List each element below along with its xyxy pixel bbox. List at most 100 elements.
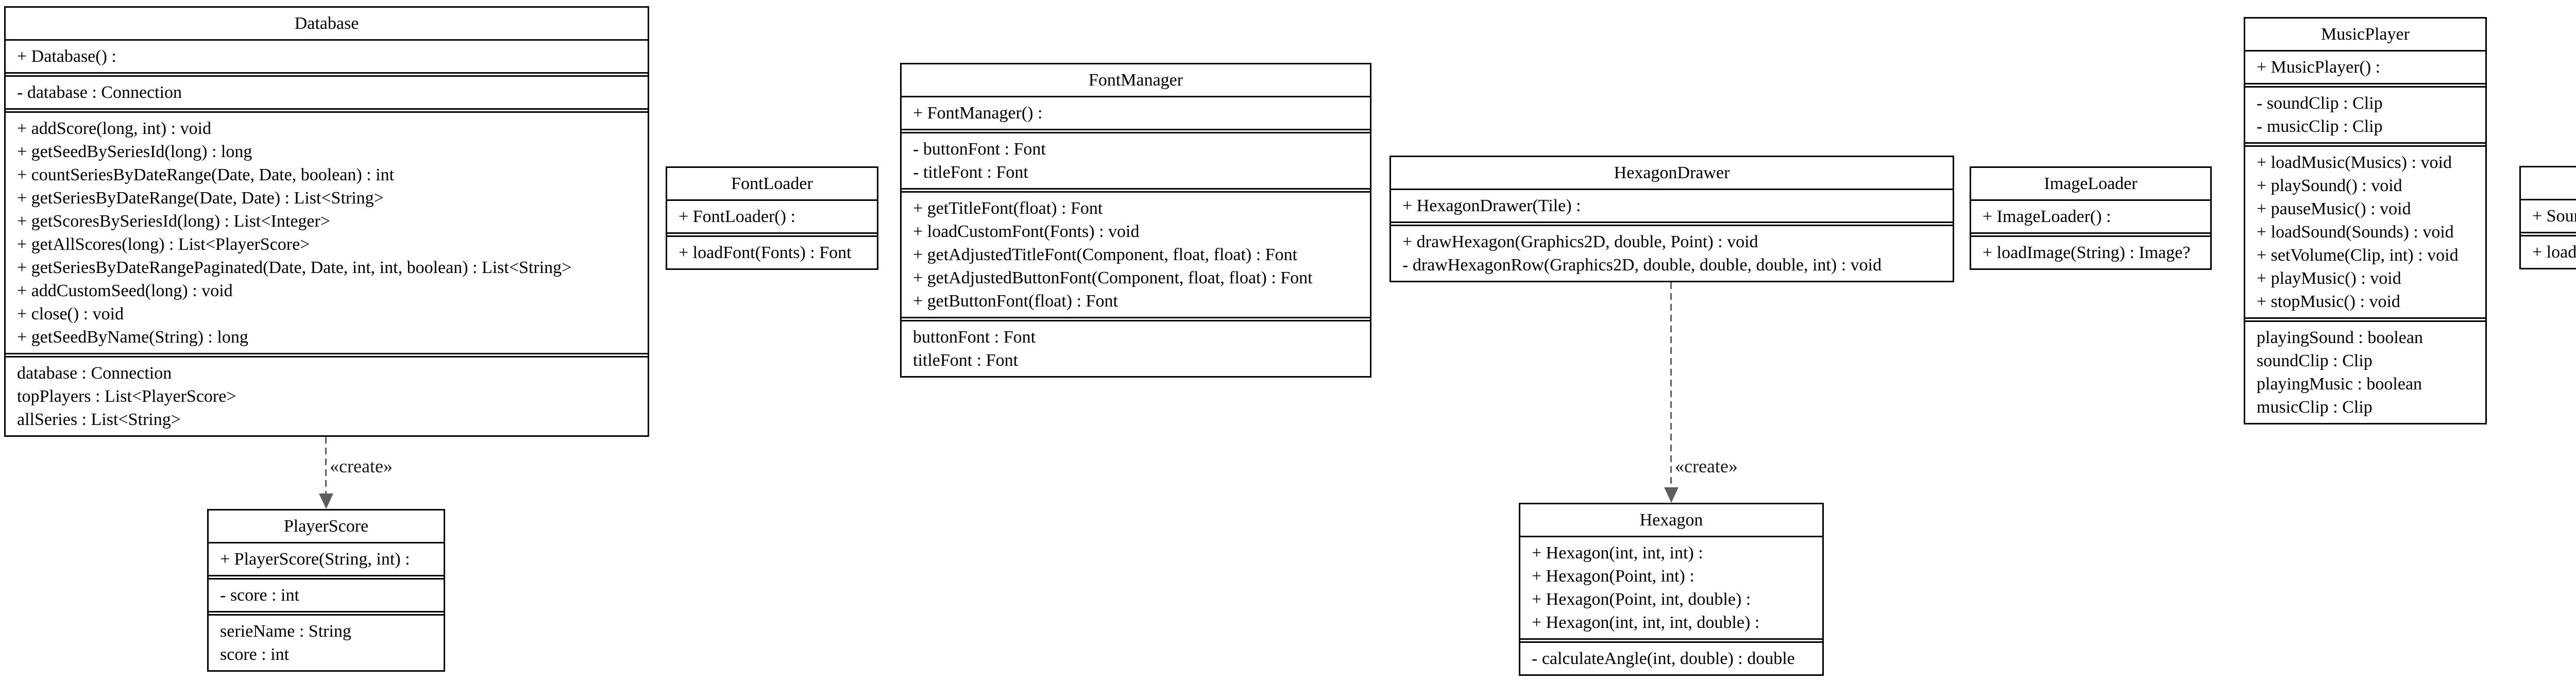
class-member: - drawHexagonRow(Graphics2D, double, dou… xyxy=(1402,256,1882,275)
class-member: + Hexagon(Point, int, double) : xyxy=(1532,590,1751,609)
class-member: + MusicPlayer() : xyxy=(2257,58,2381,77)
class-members-section: + SoundLoader() : xyxy=(2521,199,2576,232)
class-members-section: + FontManager() : xyxy=(902,96,1370,129)
create-dashed-line xyxy=(1670,282,1672,488)
class-members-section: - soundClip : Clip- musicClip : Clip xyxy=(2245,83,2485,142)
class-box-fontloader: FontLoader+ FontLoader() :+ loadFont(Fon… xyxy=(666,166,878,270)
class-member: + getScoresBySeriesId(long) : List<Integ… xyxy=(17,212,330,231)
class-member: database : Connection xyxy=(17,364,172,383)
class-name: ImageLoader xyxy=(2044,174,2138,193)
class-title-section: Database xyxy=(6,8,648,39)
class-member: - database : Connection xyxy=(17,83,182,102)
class-title-section: FontManager xyxy=(902,64,1370,96)
class-members-section: serieName : String score : int xyxy=(209,611,444,670)
class-title-section: Hexagon xyxy=(1520,504,1822,536)
class-members-section: + loadImage(String) : Image? xyxy=(1971,232,2210,268)
class-box-imageloader: ImageLoader + ImageLoader() : + loadImage(… xyxy=(1970,166,2212,270)
class-member: score : int xyxy=(220,645,290,664)
class-member: + loadCustomFont(Fonts) : void xyxy=(913,222,1140,241)
class-member: + HexagonDrawer(Tile) : xyxy=(1402,196,1581,215)
class-member: allSeries : List<String> xyxy=(17,410,181,429)
down-arrowhead-icon xyxy=(1664,487,1679,503)
class-members-section: + loadFont(Fonts) : Font xyxy=(667,232,877,268)
class-member: + playSound() : void xyxy=(2257,176,2402,195)
create-dashed-line xyxy=(325,437,327,495)
class-member: + loadMusic(Musics) : void xyxy=(2257,153,2452,172)
class-box-fontmanager: FontManager + FontManager() : - buttonFont… xyxy=(900,63,1371,378)
class-member: - score : int xyxy=(220,586,299,605)
class-members-section: database : Connection topPlayers : List<P… xyxy=(6,353,648,435)
class-member: + Hexagon(int, int, int, double) : xyxy=(1532,613,1760,632)
class-member: musicClip : Clip xyxy=(2257,398,2372,417)
class-title-section: HexagonDrawer xyxy=(1391,157,1953,189)
create-stereotype-label: «create» xyxy=(1675,456,1738,476)
class-name: PlayerScore xyxy=(283,517,369,536)
class-member: + getButtonFont(float) : Font xyxy=(913,292,1118,311)
class-members-section: - database : Connection xyxy=(6,72,648,108)
class-box-soundloader: SoundLoader + SoundLoader() : + loadMusic(… xyxy=(2519,166,2576,269)
class-member: + addScore(long, int) : void xyxy=(17,119,212,138)
class-name: Hexagon xyxy=(1639,510,1703,530)
class-title-section: PlayerScore xyxy=(209,510,444,542)
class-name: Database xyxy=(294,14,359,33)
class-members-section: + getTitleFont(float) : Font + loadCustom… xyxy=(902,188,1370,317)
class-member: + addCustomSeed(long) : void xyxy=(17,281,233,300)
class-member: + getTitleFont(float) : Font xyxy=(913,199,1103,218)
class-member: + loadImage(String) : Image? xyxy=(1982,243,2191,262)
class-member: soundClip : Clip xyxy=(2257,351,2372,370)
class-member: + close() : void xyxy=(17,304,124,324)
class-title-section: SoundLoader xyxy=(2521,167,2576,199)
class-member: + getAdjustedTitleFont(Component, float,… xyxy=(913,245,1298,264)
class-member: - soundClip : Clip xyxy=(2257,94,2383,113)
class-member: + loadSound(Sounds) : void xyxy=(2257,223,2454,242)
class-members-section: - buttonFont : Font- titleFont : Font xyxy=(902,129,1370,188)
class-member: + Hexagon(int, int, int) : xyxy=(1532,543,1703,563)
class-member: + FontManager() : xyxy=(913,104,1043,123)
class-member: titleFont : Font xyxy=(913,351,1019,370)
class-member: - buttonFont : Font xyxy=(913,140,1046,159)
class-member: + getSeriesByDateRangePaginated(Date, Da… xyxy=(17,258,572,277)
class-member: + drawHexagon(Graphics2D, double, Point)… xyxy=(1402,232,1758,251)
class-member: playingMusic : boolean xyxy=(2257,374,2422,394)
class-members-section: + loadMusic(Musics) : void + playSound() … xyxy=(2245,142,2485,317)
class-member: + setVolume(Clip, int) : void xyxy=(2257,246,2459,265)
class-members-section: playingSound : boolean soundClip : Clip pl… xyxy=(2245,317,2485,423)
class-member: + getSeedByName(String) : long xyxy=(17,328,248,347)
class-title-section: FontLoader xyxy=(667,168,877,199)
class-member: + playMusic() : void xyxy=(2257,269,2401,288)
class-box-hexagondrawer: HexagonDrawer + HexagonDrawer(Tile) : + dr… xyxy=(1389,156,1954,282)
class-name: SoundLoader xyxy=(2532,172,2576,195)
class-member: + ImageLoader() : xyxy=(1982,207,2111,226)
class-members-section: + Database() : xyxy=(6,39,648,72)
class-member: + loadMusic(String) : Clip? xyxy=(2532,243,2576,262)
class-member: buttonFont : Font xyxy=(913,328,1036,347)
class-member: + pauseMusic() : void xyxy=(2257,199,2411,218)
class-members-section: + loadMusic(String) : Clip? xyxy=(2521,232,2576,268)
class-members-section: + ImageLoader() : xyxy=(1971,199,2210,232)
class-box-hexagon: Hexagon + Hexagon(int, int, int) : + Hexag… xyxy=(1519,503,1824,676)
class-member: + getAllScores(long) : List<PlayerScore> xyxy=(17,235,310,254)
class-member: playingSound : boolean xyxy=(2257,328,2423,347)
class-box-musicplayer: MusicPlayer + MusicPlayer() : - soundClip … xyxy=(2244,17,2487,424)
class-member: + PlayerScore(String, int) : xyxy=(220,550,410,569)
class-members-section: + HexagonDrawer(Tile) : xyxy=(1391,189,1953,222)
class-title-section: MusicPlayer xyxy=(2245,19,2485,50)
class-member: + getSeedBySeriesId(long) : long xyxy=(17,142,252,161)
class-title-section: ImageLoader xyxy=(1971,168,2210,199)
class-name: FontManager xyxy=(1088,71,1183,90)
class-member: + getAdjustedButtonFont(Component, float… xyxy=(913,268,1313,287)
class-members-section: - score : int xyxy=(209,575,444,611)
create-stereotype-label: «create» xyxy=(330,456,393,476)
class-member: - calculateAngle(int, double) : double xyxy=(1532,649,1795,668)
class-member: + SoundLoader() : xyxy=(2532,207,2576,226)
class-name: FontLoader xyxy=(731,174,813,193)
class-member: + Hexagon(Point, int) : xyxy=(1532,567,1694,586)
class-members-section: + MusicPlayer() : xyxy=(2245,50,2485,83)
class-member: topPlayers : List<PlayerScore> xyxy=(17,387,236,406)
class-box-database: Database + Database() : - database : Conne… xyxy=(4,6,649,437)
class-member: serieName : String xyxy=(220,622,351,641)
class-members-section: buttonFont : Font titleFont : Font xyxy=(902,317,1370,376)
class-members-section: + addScore(long, int) : void + getSeedByS… xyxy=(6,108,648,353)
class-box-playerscore: PlayerScore + PlayerScore(String, int) : -… xyxy=(207,509,445,672)
